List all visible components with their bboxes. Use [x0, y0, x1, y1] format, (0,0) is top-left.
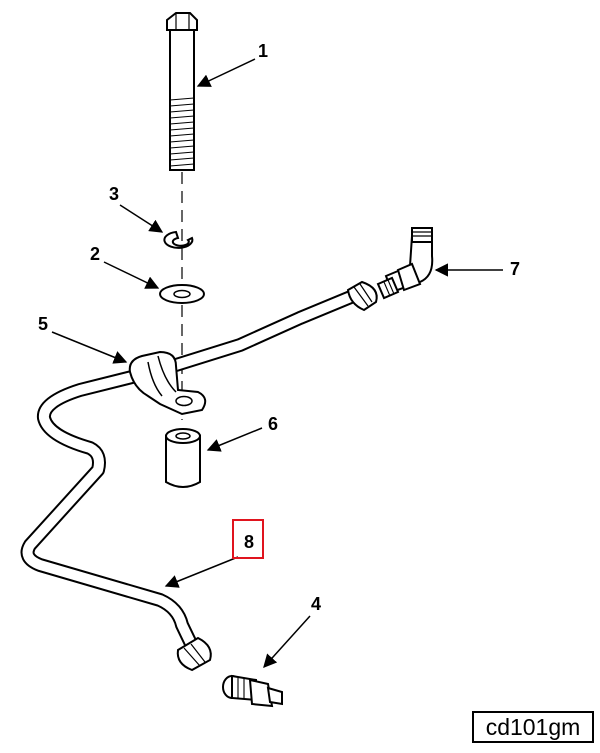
callout-7: 7 — [510, 259, 520, 279]
spacer-part — [165, 428, 201, 488]
leader-1 — [196, 58, 256, 87]
oil-tube-part — [20, 280, 378, 672]
leader-6 — [206, 427, 263, 452]
connector-fitting-part — [222, 674, 283, 708]
leader-3 — [119, 204, 164, 233]
callout-3: 3 — [109, 184, 119, 204]
leader-4 — [263, 615, 311, 669]
figure-reference-code: cd101gm — [472, 711, 594, 743]
callout-1: 1 — [258, 41, 268, 61]
leader-8 — [164, 556, 239, 588]
lock-washer-part — [163, 230, 194, 249]
bolt-part — [166, 12, 198, 171]
flat-washer-part — [159, 284, 205, 304]
callout-8-highlight-box — [232, 519, 264, 559]
leader-arrows — [51, 58, 503, 669]
callout-4: 4 — [311, 594, 321, 614]
callout-2: 2 — [90, 244, 100, 264]
callout-5: 5 — [38, 314, 48, 334]
leader-2 — [103, 261, 160, 289]
leader-5 — [51, 331, 128, 364]
callout-8: 8 — [244, 532, 254, 552]
callout-6: 6 — [268, 414, 278, 434]
elbow-fitting-part — [376, 227, 434, 300]
